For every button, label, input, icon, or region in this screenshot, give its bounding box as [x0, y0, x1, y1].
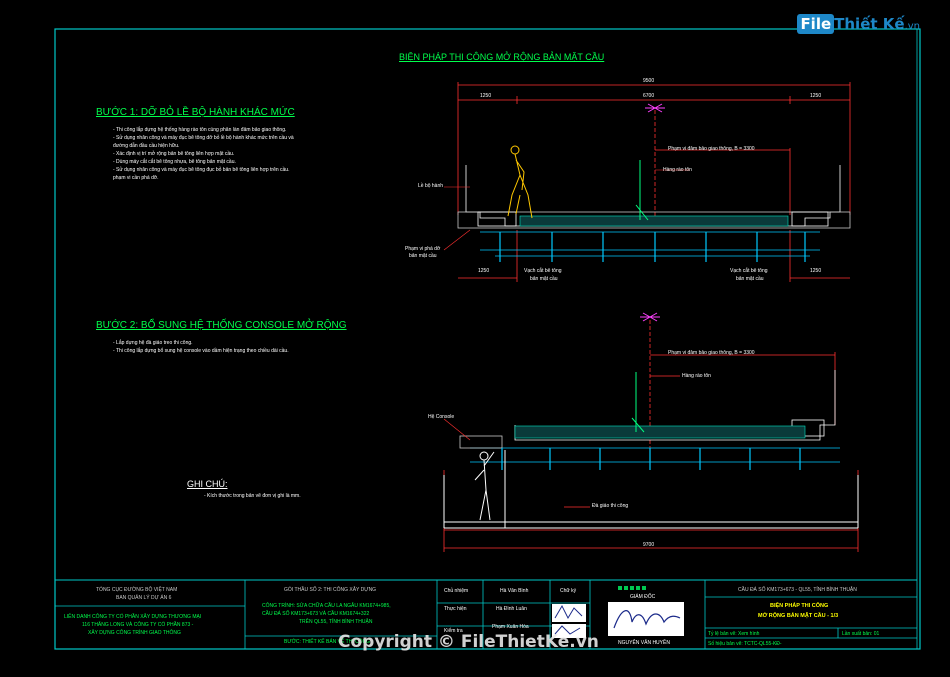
- tb-drawing-title1: BIỆN PHÁP THI CÔNG: [770, 603, 829, 609]
- note-heading: GHI CHÚ:: [187, 479, 228, 489]
- dim-bottom-right-1: 1250: [810, 268, 822, 274]
- worker-figure-1: [507, 145, 533, 219]
- tb-name1: Hà Văn Bình: [500, 588, 529, 594]
- tb-bridge: CẦU ĐÁ SỐ KM173+673 - QL55, TỈNH BÌNH TH…: [738, 587, 857, 593]
- step1-bullet: đường dẫn đầu cầu hiện hữu.: [113, 143, 180, 149]
- pole-top-symbol-1: [645, 103, 665, 113]
- scaffold: [443, 450, 859, 529]
- label-cutline-2a: Vạch cắt bê tông: [730, 268, 768, 274]
- label-cutline-1a: Vạch cắt bê tông: [524, 268, 562, 274]
- dim-mid-1: 6700: [643, 93, 655, 99]
- label-traffic-range-2: Phạm vi đảm bảo giao thông, B = 3300: [668, 350, 755, 356]
- step1-bullet: - Xác định vị trí mở rộng bản bê tông li…: [113, 151, 235, 157]
- step2-bullet: - Lắp dựng hệ đà giáo treo thi công.: [113, 340, 193, 346]
- title-block-grid: [55, 580, 917, 649]
- company-stamp: [618, 586, 646, 590]
- tb-contractor3: XÂY DỰNG CÔNG TRÌNH GIAO THÔNG: [88, 630, 181, 636]
- label-sidewalk: Lề bộ hành: [418, 183, 444, 189]
- tb-sign-header: Chữ ký: [560, 588, 577, 594]
- tb-org2: BAN QUẢN LÝ DỰ ÁN 6: [116, 595, 172, 601]
- tb-role3: Kiểm tra: [444, 628, 463, 634]
- tb-issue: Lần xuất bản: 01: [842, 631, 880, 637]
- deck-hatch-2: [514, 425, 806, 439]
- logo-file: File: [797, 14, 835, 34]
- step2-heading: BƯỚC 2: BỔ SUNG HỆ THỐNG CONSOLE MỞ RỘNG: [96, 320, 347, 331]
- fence-2: [631, 372, 645, 433]
- step2-bullet: - Thi công lắp dựng bổ sung hệ console v…: [113, 348, 289, 354]
- tb-director: GIÁM ĐỐC: [630, 594, 656, 600]
- sheet-title: BIỆN PHÁP THI CÔNG MỞ RỘNG BẢN MẶT CẦU: [399, 52, 605, 62]
- dim-total-1: 9500: [643, 78, 655, 84]
- copyright-watermark: Copyright © FileThietKe.vn: [338, 632, 599, 652]
- tb-project2: CẦU ĐÁ SỐ KM173+673 VÀ CẦU KM1674+322: [262, 611, 370, 617]
- tb-name2: Hà Đình Luân: [496, 606, 527, 612]
- deck-hatch-1: [519, 215, 789, 227]
- tb-contractor1: LIÊN DANH CÔNG TY CỔ PHẦN XÂY DỰNG THƯƠN…: [64, 614, 202, 620]
- signature-chunhiem: [552, 604, 586, 622]
- dim-total-2: 9700: [643, 542, 655, 548]
- girders-1: [499, 232, 806, 262]
- step1-bullet: - Dùng máy cắt cắt bê tông nhựa, bê tông…: [113, 159, 236, 165]
- tb-contractor2: 116 THĂNG LONG VÀ CÔNG TY CỔ PHẦN 873 -: [82, 622, 194, 628]
- step1-bullet: - Sử dụng nhân công và máy đục bê tông đ…: [113, 167, 290, 173]
- label-scaffold: Đà giáo thi công: [592, 503, 629, 509]
- tb-role2: Thực hiện: [444, 606, 467, 612]
- tb-phase: BƯỚC: THIẾT KẾ BẢN VẼ THI CÔNG: [284, 639, 371, 645]
- label-cutline-1b: bản mặt cầu: [530, 276, 558, 282]
- label-demolition-2: bản mặt cầu: [409, 253, 437, 259]
- tb-director-name: NGUYỄN VĂN HUYỀN: [618, 640, 670, 646]
- tb-drawing-title2: MỞ RỘNG BẢN MẶT CẦU - 1/3: [758, 613, 839, 619]
- step1-heading: BƯỚC 1: DỠ BỎ LỀ BỘ HÀNH KHÁC MỨC: [96, 107, 295, 118]
- tb-name3: Phạm Xuân Hòa: [492, 624, 529, 630]
- tb-org1: TỔNG CỤC ĐƯỜNG BỘ VIỆT NAM: [96, 587, 178, 593]
- fence-1: [635, 160, 649, 221]
- label-fence-2: Hàng rào tôn: [682, 373, 711, 379]
- dim-right-1: 1250: [810, 93, 822, 99]
- worker-figure-2: [474, 451, 495, 521]
- tb-role1: Chủ nhiệm: [444, 588, 469, 594]
- dim-bottom-left-1: 1250: [478, 268, 490, 274]
- label-cutline-2b: bản mặt cầu: [736, 276, 764, 282]
- tb-project3: TRÊN QL55, TỈNH BÌNH THUẬN: [299, 619, 373, 625]
- logo-suffix: .vn: [904, 21, 920, 32]
- step1-bullet: phạm vi cần phá dỡ.: [113, 175, 159, 181]
- label-fence-1: Hàng rào tôn: [663, 167, 692, 173]
- step1-bullet: - Sử dụng nhân công và máy đục bê tông d…: [113, 135, 294, 141]
- tb-project1: CÔNG TRÌNH: SỬA CHỮA CẦU LA NGÂU KM1674+…: [262, 603, 391, 609]
- step1-bullet: - Thi công lắp dựng hệ thống hàng rào tô…: [113, 127, 287, 133]
- note-text: - Kích thước trong bản vẽ đơn vị ghi là …: [204, 493, 301, 499]
- dim-left-1: 1250: [480, 93, 492, 99]
- label-demolition-1: Phạm vi phá dỡ: [405, 246, 441, 252]
- girders-2: [501, 448, 801, 470]
- tb-sheet-no: Số hiệu bản vẽ: TCTC-QL55-KĐ-: [708, 641, 782, 647]
- pole-top-symbol-2: [640, 312, 660, 322]
- signature-box: [608, 602, 684, 636]
- tb-scale: Tỷ lệ bản vẽ: Xem hình: [708, 631, 760, 637]
- director-signature: [613, 610, 681, 629]
- label-traffic-range-1: Phạm vi đảm bảo giao thông, B = 3300: [668, 146, 755, 152]
- label-console: Hệ Console: [428, 414, 455, 420]
- tb-package: GÓI THẦU SỐ 2: THI CÔNG XÂY DỰNG: [284, 587, 377, 593]
- logo-thietke: Thiết Kế: [834, 15, 905, 33]
